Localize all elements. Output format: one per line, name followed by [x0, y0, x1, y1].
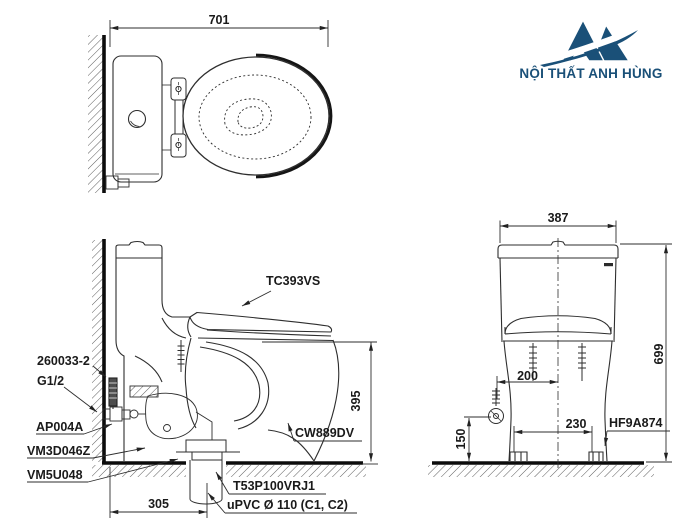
seat-lid-profile — [187, 311, 334, 342]
flush-knob — [127, 109, 147, 129]
dimension-305 — [109, 467, 208, 518]
top-view-drawing — [88, 20, 333, 193]
label-fill-valve-model: VM3D046Z — [27, 444, 91, 458]
fill-flush-internals — [129, 385, 213, 440]
mountain-a-icon — [540, 18, 638, 67]
dimension-200 — [496, 376, 558, 399]
leader-lines — [27, 290, 362, 514]
tank-plan — [112, 55, 163, 183]
seat-bolts-front — [529, 343, 586, 381]
seat-outline — [182, 56, 330, 176]
tank-profile — [115, 240, 190, 461]
floor-hatch — [226, 465, 366, 477]
seat-outline-bold-edge — [255, 53, 333, 179]
dimension-701 — [109, 20, 329, 47]
label-seat-lid-model: TC393VS — [266, 274, 321, 288]
water-spot-dotted — [237, 106, 264, 129]
label-drain-pipe-spec: uPVC Ø 110 (C1, C2) — [227, 498, 348, 512]
bowl-inner-dotted — [198, 74, 312, 160]
seat-front — [503, 315, 613, 342]
inlet-fitting-plan — [105, 175, 130, 190]
dim-top-width: 701 — [208, 13, 230, 27]
floor-hatch — [92, 465, 186, 477]
body-front — [503, 340, 613, 462]
water-surface-dotted — [224, 98, 272, 136]
bowl-profile — [184, 337, 340, 462]
label-stop-valve-model: AP004A — [36, 420, 84, 434]
supply-hose — [108, 377, 118, 409]
label-supply-hose-model: 260033-2 — [37, 354, 90, 368]
front-view-drawing — [428, 220, 672, 477]
supply-valve-front — [488, 388, 504, 424]
dimension-395 — [262, 341, 378, 465]
label-inlet-thread: G1/2 — [37, 374, 65, 388]
dimension-387 — [499, 220, 617, 243]
dim-drain-offset: 305 — [148, 497, 169, 511]
label-drain-socket-model: T53P100VRJ1 — [233, 479, 316, 493]
dim-front-width: 387 — [547, 211, 569, 225]
brand-logo — [540, 18, 638, 67]
leader-hf9a874 — [604, 430, 670, 447]
dimension-230 — [513, 426, 593, 452]
dim-front-height: 699 — [652, 343, 666, 365]
dim-base-bolt-spacing: 230 — [565, 417, 587, 431]
dimension-150 — [464, 416, 491, 461]
dim-supply-height: 150 — [454, 428, 468, 450]
wall-hatch — [88, 35, 103, 193]
dim-seat-height: 395 — [349, 390, 363, 412]
side-view-drawing — [27, 239, 378, 518]
brand-name: NỘI THẤT ANH HÙNG — [519, 66, 663, 81]
label-seat-fitting-model: HF9A874 — [609, 416, 663, 430]
stop-valve — [102, 406, 146, 422]
dimension-699 — [620, 243, 672, 463]
floor-hatch — [428, 465, 654, 477]
drain-socket — [176, 439, 240, 505]
swoosh-icon — [540, 30, 638, 67]
dim-supply-offset: 200 — [517, 369, 538, 383]
seat-hinge-bolt — [177, 340, 185, 372]
label-flush-valve-model: VM5U048 — [27, 468, 83, 482]
label-bowl-model: CW889DV — [295, 426, 355, 440]
